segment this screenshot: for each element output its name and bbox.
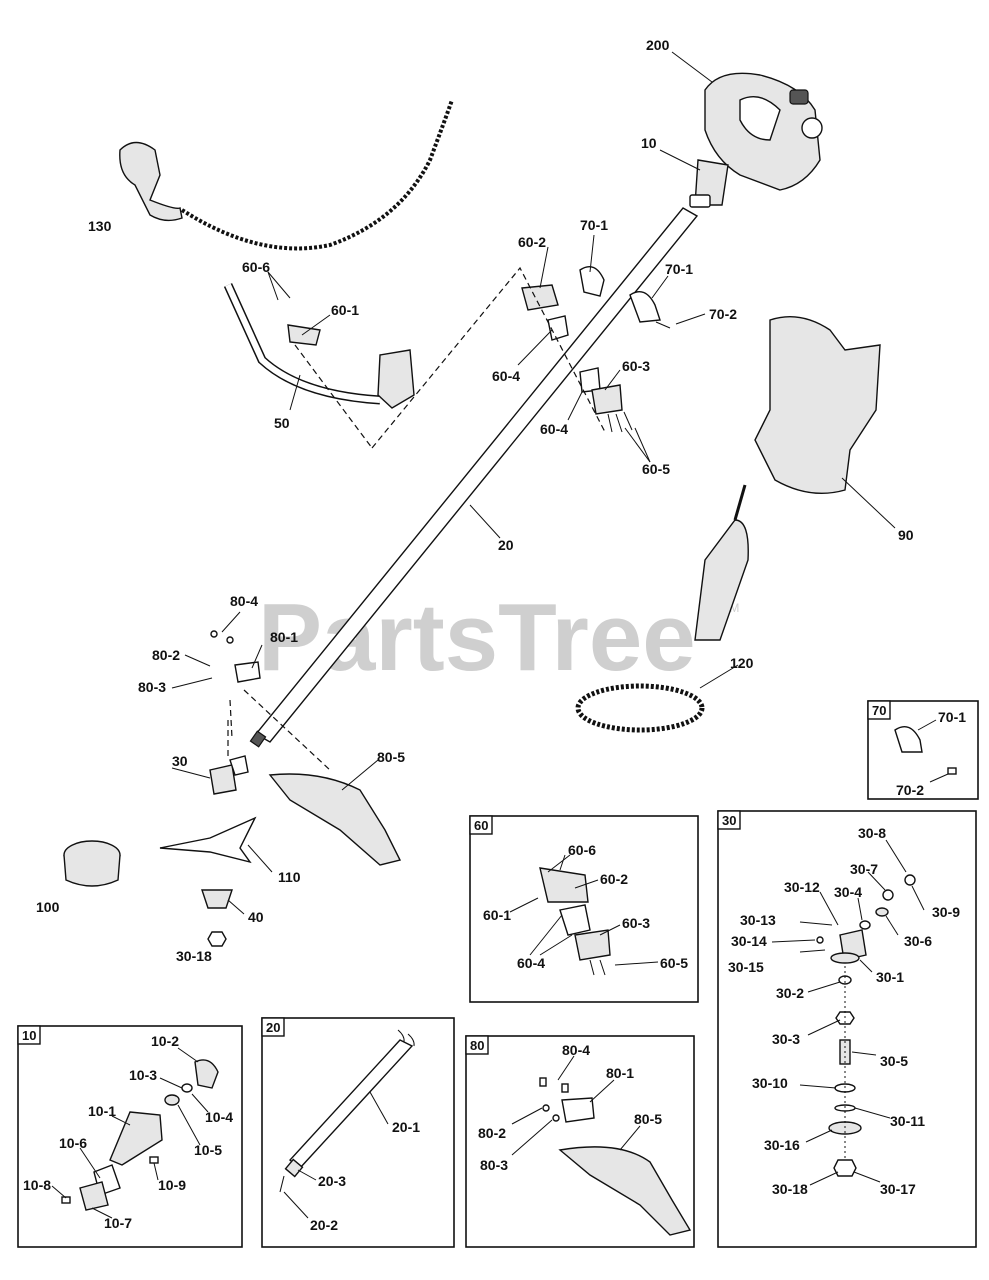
callout-120: 120: [730, 655, 754, 671]
detail-box-20-tag: 20: [266, 1020, 280, 1035]
nut-part-30-18: [207, 931, 227, 947]
detail-30-label-30-16: 30-16: [764, 1137, 800, 1153]
detail-box-10-tag: 10: [22, 1028, 36, 1043]
detail-box-30: 30 30-8 30-7: [717, 810, 977, 1248]
detail-70-label-70-1: 70-1: [938, 709, 966, 725]
callout-80-1: 80-1: [270, 629, 298, 645]
detail-30-label-30-18: 30-18: [772, 1181, 808, 1197]
detail-30-label-30-3: 30-3: [772, 1031, 800, 1047]
clip-part-70: [579, 266, 671, 329]
callout-200: 200: [646, 37, 670, 53]
callout-70-1-b: 70-1: [665, 261, 693, 277]
callout-60-4-b: 60-4: [540, 421, 568, 437]
detail-30-label-30-1: 30-1: [876, 969, 904, 985]
callout-60-2: 60-2: [518, 234, 546, 250]
detail-10-label-10-2: 10-2: [151, 1033, 179, 1049]
engine-part-200: [704, 72, 823, 191]
detail-80-label-80-4: 80-4: [562, 1042, 590, 1058]
callout-80-4: 80-4: [230, 593, 258, 609]
callout-90: 90: [898, 527, 914, 543]
detail-30-label-30-5: 30-5: [880, 1053, 908, 1069]
detail-box-20: 20 20-1 20-3 20-2: [261, 1017, 455, 1248]
handle-clamps-part-60: [287, 284, 633, 433]
detail-30-label-30-11: 30-11: [890, 1113, 925, 1129]
detail-30-label-30-9: 30-9: [932, 904, 960, 920]
detail-box-30-tag: 30: [722, 813, 736, 828]
harness-part-90: [694, 315, 881, 641]
detail-80-label-80-2: 80-2: [478, 1125, 506, 1141]
callout-100: 100: [36, 899, 60, 915]
detail-box-70-tag: 70: [872, 703, 886, 718]
detail-20-label-20-3: 20-3: [318, 1173, 346, 1189]
detail-10-label-10-8: 10-8: [23, 1177, 51, 1193]
detail-80-label-80-5: 80-5: [634, 1111, 662, 1127]
detail-30-label-30-12: 30-12: [784, 879, 820, 895]
blade-part-110: [159, 816, 257, 864]
detail-10-label-10-5: 10-5: [194, 1142, 222, 1158]
callout-40: 40: [248, 909, 264, 925]
gear-head-part-30: [209, 755, 249, 795]
detail-30-label-30-8: 30-8: [858, 825, 886, 841]
detail-60-label-60-5: 60-5: [660, 955, 688, 971]
callout-60-4-a: 60-4: [492, 368, 520, 384]
detail-30-label-30-13: 30-13: [740, 912, 776, 928]
handle-bar-part-50: [223, 283, 415, 409]
watermark-text: PartsTree: [258, 584, 696, 691]
callout-130: 130: [88, 218, 112, 234]
detail-box-60: 60 60-6 60-2 60-1 60-3 60-4 60-5: [469, 815, 699, 1003]
callout-30-18: 30-18: [176, 948, 212, 964]
throttle-handle-part-130: [119, 99, 454, 251]
detail-30-label-30-6: 30-6: [904, 933, 932, 949]
detail-60-label-60-2: 60-2: [600, 871, 628, 887]
callout-80-5: 80-5: [377, 749, 405, 765]
detail-10-label-10-1: 10-1: [88, 1103, 116, 1119]
detail-20-label-20-2: 20-2: [310, 1217, 338, 1233]
shaft-part-20: [249, 207, 699, 748]
callout-60-5: 60-5: [642, 461, 670, 477]
callout-80-2: 80-2: [152, 647, 180, 663]
detail-30-label-30-15: 30-15: [728, 959, 764, 975]
callout-60-6: 60-6: [242, 259, 270, 275]
detail-box-80-tag: 80: [470, 1038, 484, 1053]
detail-box-70: 70 70-1 70-2: [867, 700, 979, 800]
callout-60-3: 60-3: [622, 358, 650, 374]
callout-20: 20: [498, 537, 514, 553]
callout-50: 50: [274, 415, 290, 431]
callout-30: 30: [172, 753, 188, 769]
callout-10: 10: [641, 135, 657, 151]
detail-10-label-10-6: 10-6: [59, 1135, 87, 1151]
detail-60-label-60-6: 60-6: [568, 842, 596, 858]
detail-10-label-10-7: 10-7: [104, 1215, 132, 1231]
detail-30-label-30-14: 30-14: [731, 933, 767, 949]
detail-box-80: 80 80-4 80-1 80-2 80-5 80-3: [465, 1035, 695, 1248]
detail-70-label-70-2: 70-2: [896, 782, 924, 798]
callout-80-3: 80-3: [138, 679, 166, 695]
callout-70-1-a: 70-1: [580, 217, 608, 233]
detail-10-label-10-9: 10-9: [158, 1177, 186, 1193]
callout-60-1: 60-1: [331, 302, 359, 318]
detail-60-label-60-1: 60-1: [483, 907, 511, 923]
coupling-part-10: [689, 159, 729, 208]
detail-80-label-80-1: 80-1: [606, 1065, 634, 1081]
detail-30-label-30-10: 30-10: [752, 1075, 788, 1091]
detail-10-label-10-3: 10-3: [129, 1067, 157, 1083]
detail-20-label-20-1: 20-1: [392, 1119, 420, 1135]
detail-30-label-30-17: 30-17: [880, 1181, 916, 1197]
detail-60-label-60-3: 60-3: [622, 915, 650, 931]
callout-110: 110: [278, 869, 301, 885]
detail-30-label-30-2: 30-2: [776, 985, 804, 1001]
detail-10-label-10-4: 10-4: [205, 1109, 233, 1125]
cup-part-40: [201, 889, 233, 909]
detail-box-60-tag: 60: [474, 818, 488, 833]
callout-70-2: 70-2: [709, 306, 737, 322]
trimmer-head-part-100: [63, 840, 121, 887]
guard-part-80: [210, 630, 402, 866]
detail-box-10: 10 10-2 10-3 10-4 10-1 10-5 10-6 10-9 10…: [17, 1025, 243, 1248]
detail-60-label-60-4: 60-4: [517, 955, 545, 971]
detail-80-label-80-3: 80-3: [480, 1157, 508, 1173]
detail-30-label-30-4: 30-4: [834, 884, 862, 900]
detail-30-label-30-7: 30-7: [850, 861, 878, 877]
wrench-part-120: [575, 683, 705, 733]
